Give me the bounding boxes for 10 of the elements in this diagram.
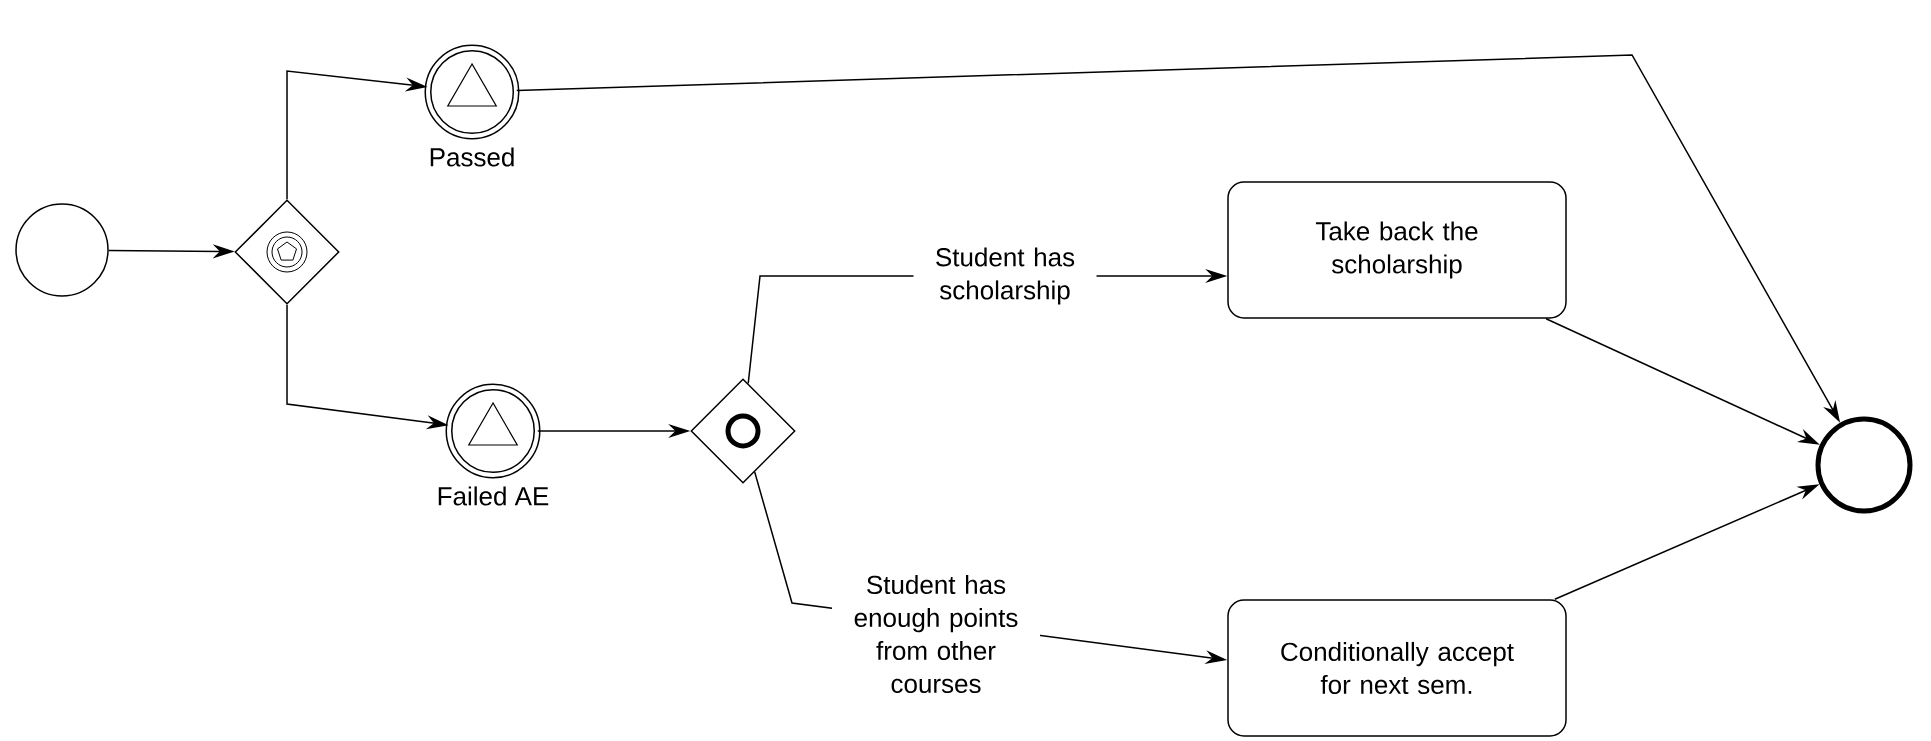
gateway-diamond (690, 378, 796, 484)
event-label: Failed AE (438, 486, 549, 506)
start-event-circle (15, 203, 109, 297)
event-label: Passed (430, 147, 514, 167)
task-box: Conditionally accept for next sem. (1227, 599, 1567, 737)
edge-label: Student has scholarship (913, 243, 1097, 309)
gateway-diamond (234, 199, 340, 305)
edge-label: Student has enough points from other courses (832, 570, 1040, 698)
end-event-circle (1815, 416, 1913, 514)
task-box: Take back the scholarship (1227, 181, 1567, 319)
